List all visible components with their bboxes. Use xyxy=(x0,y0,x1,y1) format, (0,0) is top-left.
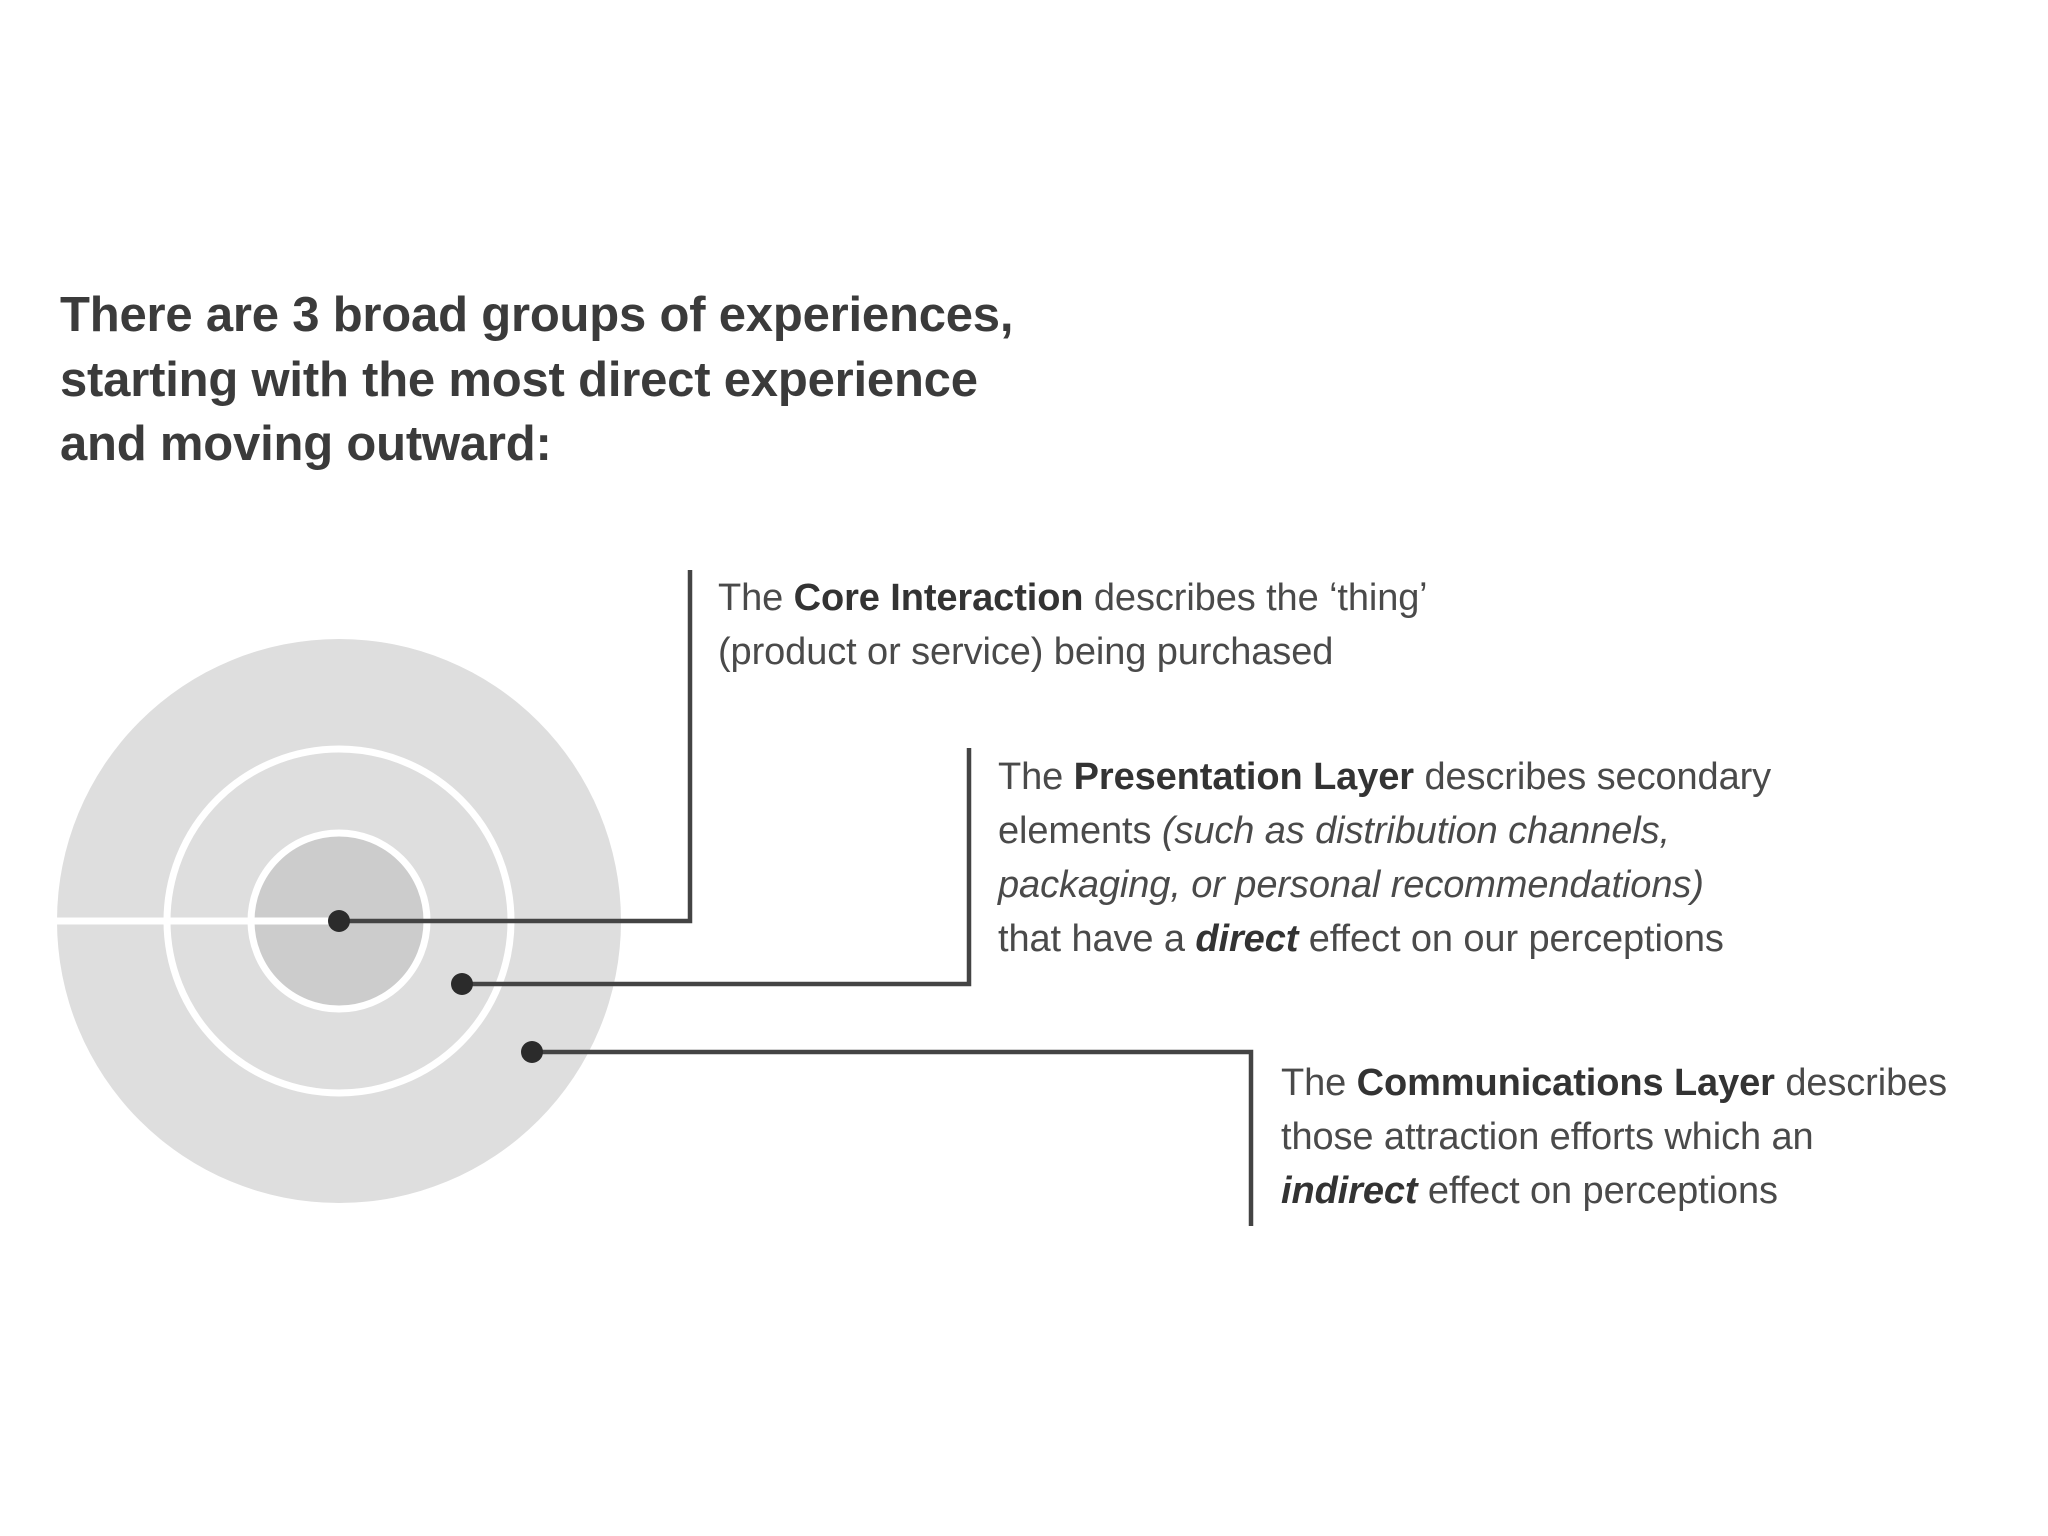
concentric-rings-diagram xyxy=(48,639,621,1203)
callout-line: (product or service) being purchased xyxy=(718,626,1648,680)
callout-emphasis-italic: indirect xyxy=(1281,1169,1418,1212)
callout-text: that have a xyxy=(998,917,1196,960)
callout-text: The xyxy=(998,756,1074,798)
callout-emphasis-italic: direct xyxy=(1195,917,1299,960)
callout-text: The xyxy=(1281,1062,1357,1104)
callout-emphasis: Presentation Layer xyxy=(1073,756,1414,798)
callout-communications-layer: The Communications Layer describes those… xyxy=(1281,1057,2048,1219)
callout-text: (product or service) being purchased xyxy=(718,630,1334,673)
callout-text: describes xyxy=(1774,1062,1948,1104)
page-title: There are 3 broad groups of experiences,… xyxy=(60,288,1014,472)
callout-text: effect on our perceptions xyxy=(1298,917,1724,960)
callout-text: elements xyxy=(998,809,1162,852)
callout-emphasis: Core Interaction xyxy=(793,577,1084,619)
callout-line: that have a direct effect on our percept… xyxy=(998,913,1988,967)
callout-italic: packaging, or personal recommendations) xyxy=(998,863,1704,906)
callout-text: effect on perceptions xyxy=(1417,1169,1778,1212)
callout-line: The Core Interaction describes the ʻthin… xyxy=(718,572,1648,626)
callout-line: The Communications Layer describes xyxy=(1281,1057,2048,1111)
callout-emphasis: Communications Layer xyxy=(1356,1062,1775,1104)
callout-line: packaging, or personal recommendations) xyxy=(998,859,1988,913)
callout-core-interaction: The Core Interaction describes the ʻthin… xyxy=(718,572,1648,680)
callout-text: The xyxy=(718,577,794,619)
callout-italic: (such as distribution channels, xyxy=(1161,809,1670,852)
callout-text: describes secondary xyxy=(1413,756,1772,798)
callout-line: indirect effect on perceptions xyxy=(1281,1165,2048,1219)
callout-line: elements (such as distribution channels, xyxy=(998,805,1988,859)
callout-line: those attraction efforts which an xyxy=(1281,1111,2048,1165)
callout-presentation-layer: The Presentation Layer describes seconda… xyxy=(998,751,1988,967)
callout-text: those attraction efforts which an xyxy=(1281,1115,1814,1158)
callout-text: describes the ʻthingʼ xyxy=(1083,577,1428,619)
callout-line: The Presentation Layer describes seconda… xyxy=(998,751,1988,805)
